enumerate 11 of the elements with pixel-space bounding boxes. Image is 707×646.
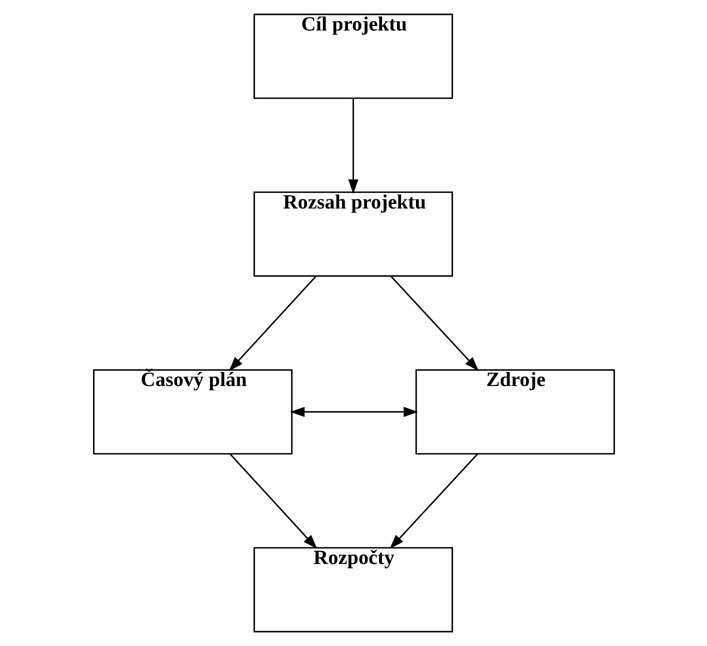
node-box: Cíl projektu bbox=[253, 14, 453, 99]
node-box: Časový plán bbox=[92, 369, 292, 455]
arrow bbox=[348, 98, 358, 194]
arrow bbox=[228, 276, 316, 372]
node-box: Rozpočty bbox=[253, 547, 453, 632]
arrow bbox=[228, 453, 317, 549]
node-box: Rozsah projektu bbox=[253, 191, 453, 277]
node-box: Zdroje bbox=[414, 369, 614, 455]
arrow bbox=[389, 453, 478, 549]
arrow bbox=[290, 406, 418, 417]
arrow bbox=[390, 276, 478, 372]
